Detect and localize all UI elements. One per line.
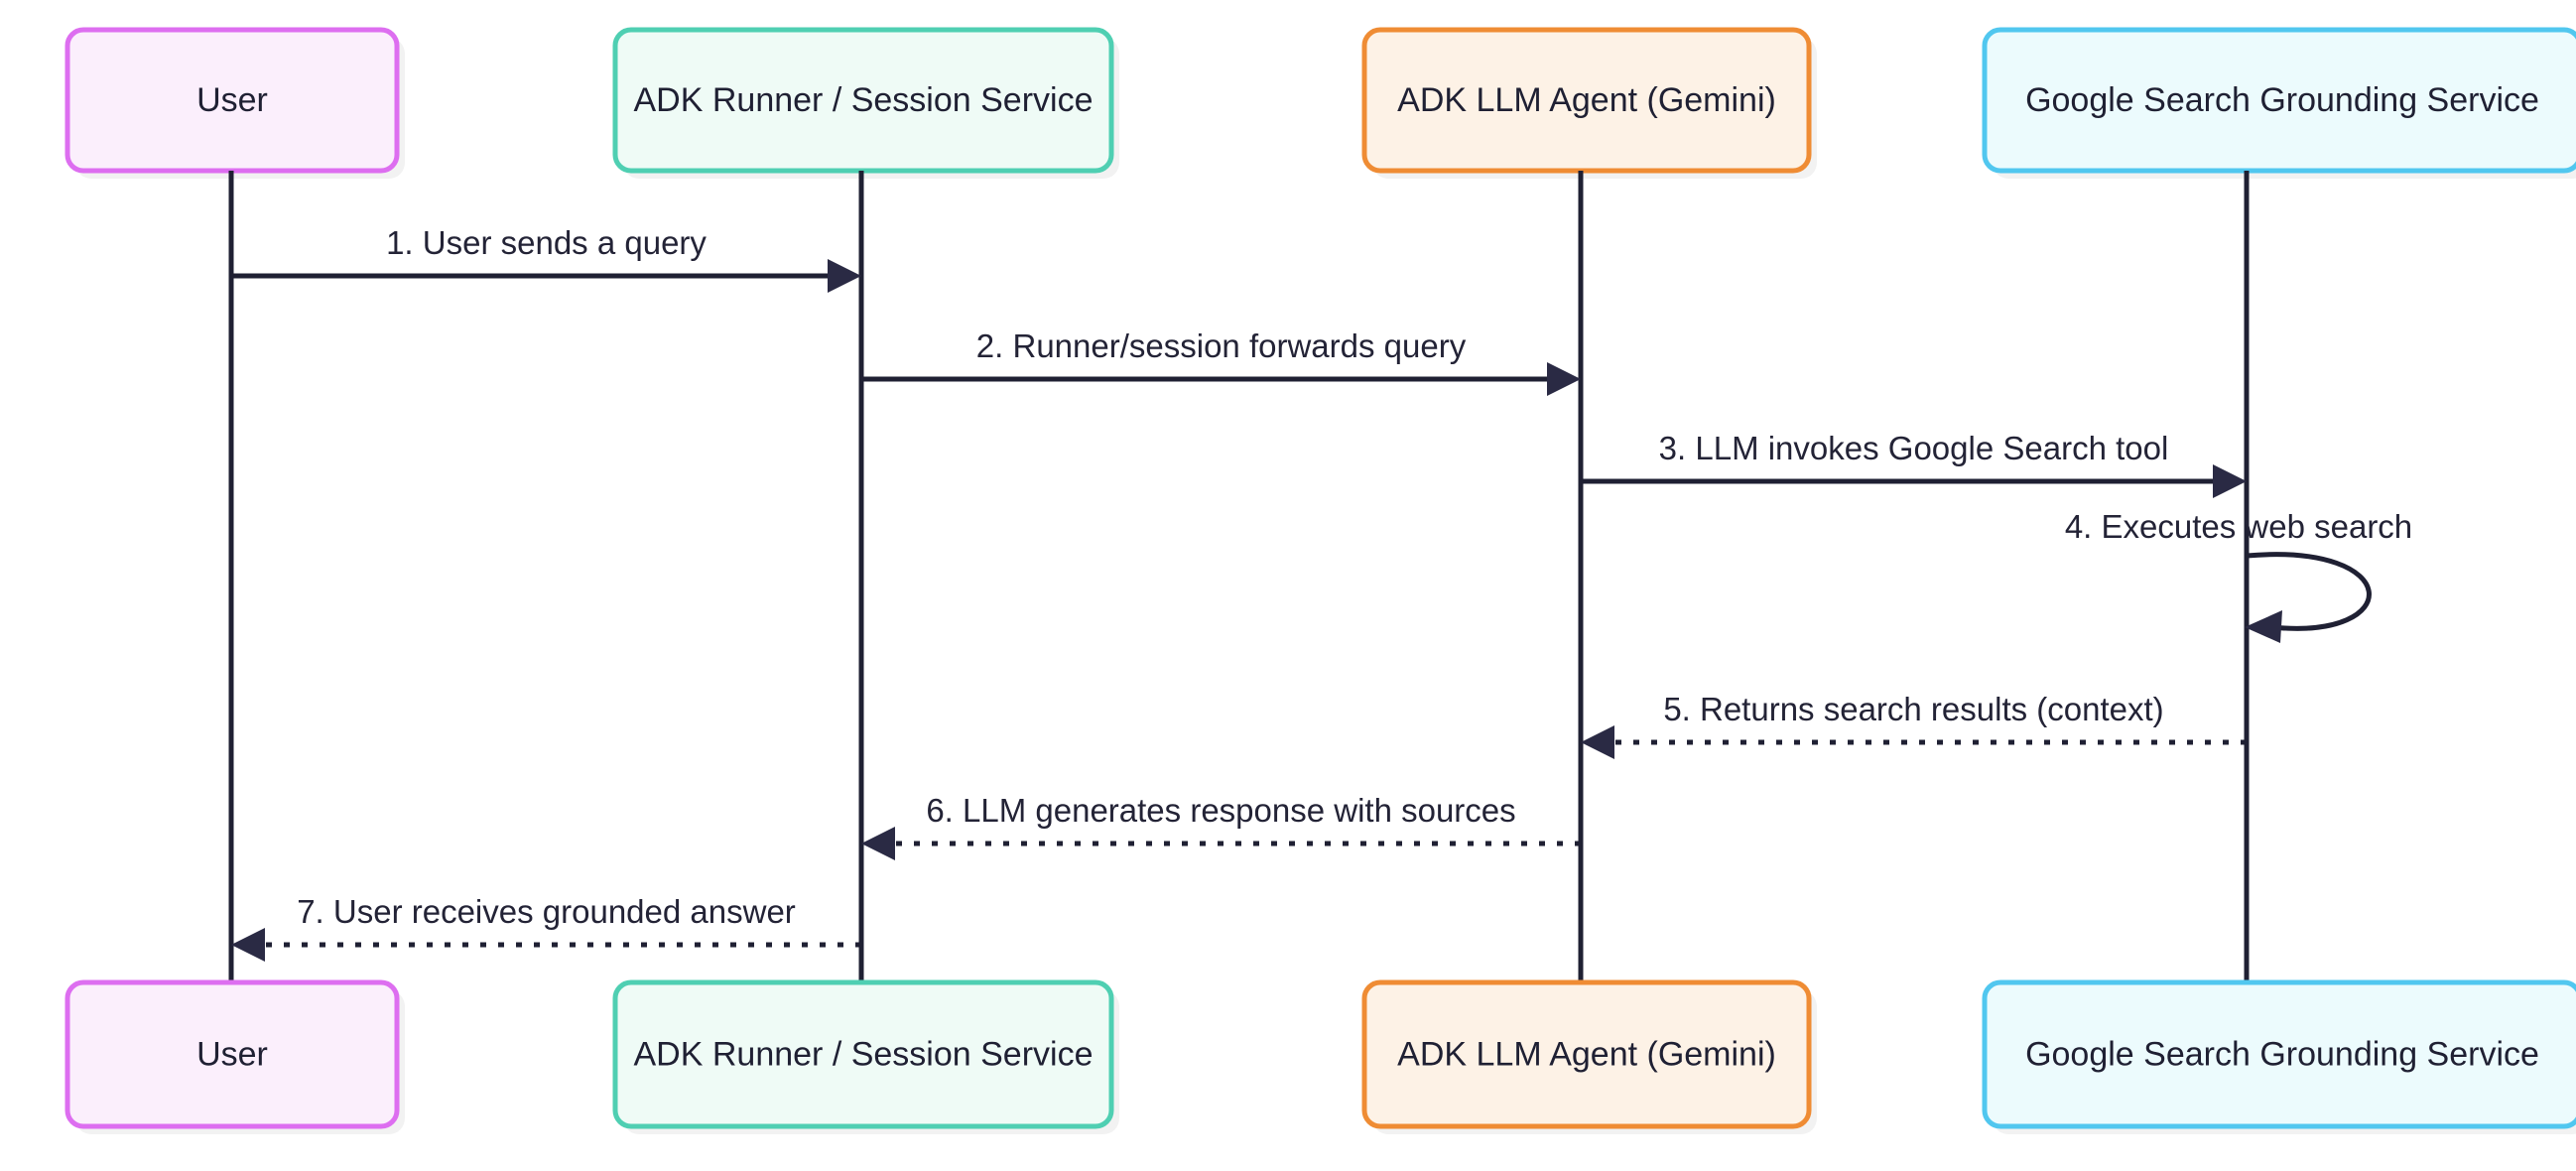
actor-box-adk-runner-top[interactable]: ADK Runner / Session Service <box>612 27 1119 179</box>
actor-boxes-bottom: User ADK Runner / Session Service ADK LLM … <box>64 979 2576 1134</box>
actor-box-adk-llm-agent-top[interactable]: ADK LLM Agent (Gemini) <box>1361 27 1817 179</box>
actor-label-google-search: Google Search Grounding Service <box>2025 81 2539 119</box>
actor-box-google-search-top[interactable]: Google Search Grounding Service <box>1982 27 2576 179</box>
message-arrowhead-6 <box>861 827 895 860</box>
message-label-7: 7. User receives grounded answer <box>297 893 796 930</box>
actor-box-rect[interactable] <box>612 979 1114 1129</box>
actor-box-rect[interactable] <box>64 979 400 1129</box>
message-2[interactable]: 2. Runner/session forwards query <box>861 327 1581 396</box>
self-loop-curve <box>2246 552 2372 631</box>
message-label-4: 4. Executes web search <box>2065 508 2412 545</box>
message-label-3: 3. LLM invokes Google Search tool <box>1659 430 2169 466</box>
actor-label-user: User <box>196 81 268 119</box>
actor-box-adk-llm-agent-bottom[interactable]: ADK LLM Agent (Gemini) <box>1361 979 1817 1134</box>
actor-label-adk-runner: ADK Runner / Session Service <box>634 1035 1094 1073</box>
actor-box-rect[interactable] <box>1361 979 1812 1129</box>
actor-label-user: User <box>196 1035 268 1073</box>
actor-box-google-search-bottom[interactable]: Google Search Grounding Service <box>1982 979 2576 1134</box>
lifelines <box>228 171 2250 982</box>
message-arrowhead-7 <box>231 928 265 962</box>
actor-box-user-top[interactable]: User <box>64 27 405 179</box>
message-5[interactable]: 5. Returns search results (context) <box>1581 691 2247 759</box>
actor-box-user-bottom[interactable]: User <box>64 979 405 1134</box>
actor-label-adk-runner: ADK Runner / Session Service <box>634 81 1094 119</box>
actor-box-rect[interactable] <box>1982 979 2576 1129</box>
message-6[interactable]: 6. LLM generates response with sources <box>861 792 1581 860</box>
actor-box-rect[interactable] <box>1361 27 1812 174</box>
actor-label-google-search: Google Search Grounding Service <box>2025 1035 2539 1073</box>
message-label-5: 5. Returns search results (context) <box>1663 691 2163 727</box>
message-7[interactable]: 7. User receives grounded answer <box>231 893 861 962</box>
message-3[interactable]: 3. LLM invokes Google Search tool <box>1581 430 2247 498</box>
message-label-6: 6. LLM generates response with sources <box>926 792 1515 829</box>
self-loop-arrowhead <box>2245 610 2282 643</box>
message-arrowhead-3 <box>2213 464 2247 498</box>
message-label-2: 2. Runner/session forwards query <box>976 327 1467 364</box>
message-arrowhead-2 <box>1547 362 1581 396</box>
actor-label-adk-llm-agent: ADK LLM Agent (Gemini) <box>1397 81 1776 119</box>
message-4[interactable]: 4. Executes web search <box>2065 508 2412 643</box>
message-arrowhead-5 <box>1581 725 1614 759</box>
message-1[interactable]: 1. User sends a query <box>231 224 861 293</box>
actor-box-adk-runner-bottom[interactable]: ADK Runner / Session Service <box>612 979 1119 1134</box>
actor-label-adk-llm-agent: ADK LLM Agent (Gemini) <box>1397 1035 1776 1073</box>
message-label-1: 1. User sends a query <box>386 224 707 261</box>
message-arrowhead-1 <box>828 259 861 293</box>
actor-boxes-top: User ADK Runner / Session Service ADK LLM … <box>64 27 2576 179</box>
actor-box-rect[interactable] <box>1982 27 2576 174</box>
message-arrows: 1. User sends a query 2. Runner/session f… <box>231 224 2412 962</box>
